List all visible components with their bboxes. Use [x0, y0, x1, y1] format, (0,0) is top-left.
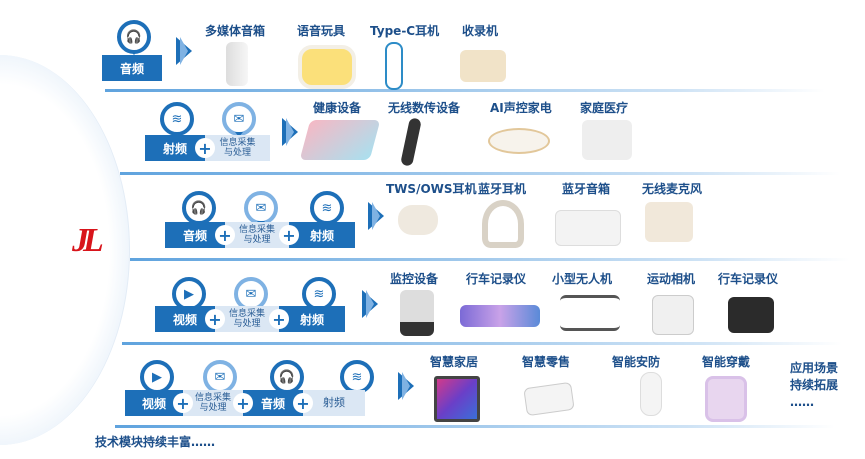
module-audio: 音频 [102, 55, 162, 81]
dashcam-mirror-image [460, 305, 540, 327]
headphone-icon: 🎧 [117, 20, 151, 55]
toy-image [298, 45, 356, 89]
product-label: Type-C耳机 [370, 24, 440, 38]
product-label: 收录机 [462, 24, 499, 38]
plus-icon: + [205, 309, 225, 329]
plus-icon: + [173, 393, 193, 413]
product-label: 小型无人机 [552, 272, 613, 286]
speaker-image [226, 42, 248, 86]
module-info: 信息采集与处理 [205, 135, 270, 161]
module-rf: 射频 [279, 306, 345, 332]
mail-icon: ✉ [203, 360, 237, 395]
action-camera-image [652, 295, 694, 335]
plus-icon: + [233, 393, 253, 413]
product-label: TWS/OWS耳机 [386, 182, 477, 196]
product-label: 智能穿戴 [702, 355, 751, 369]
smart-panel-image [434, 376, 480, 422]
wifi-icon: ≋ [310, 191, 344, 226]
arrow-icon [176, 37, 192, 65]
company-logo: JL [72, 222, 104, 259]
divider [122, 342, 842, 345]
camera-image [400, 290, 434, 336]
module-bar: 视频 + 信息采集与处理 + 射频 [155, 306, 345, 332]
product-label: 多媒体音箱 [205, 24, 266, 38]
product-label: 行车记录仪 [718, 272, 779, 286]
plus-icon: + [215, 225, 235, 245]
headphone-icon: 🎧 [270, 360, 304, 395]
product-label: 智慧家居 [430, 355, 479, 369]
ceiling-lamp-image [488, 128, 550, 154]
product-label: 运动相机 [647, 272, 696, 286]
medical-device-image [582, 120, 632, 160]
divider [115, 425, 835, 428]
dashcam-image [728, 297, 774, 333]
arrow-icon [368, 202, 384, 230]
video-icon: ▶ [140, 360, 174, 395]
wireless-mic-image [645, 202, 693, 242]
headphones-image [482, 200, 524, 248]
radio-image [460, 50, 506, 82]
product-label: AI声控家电 [490, 101, 552, 115]
product-label: 蓝牙音箱 [562, 182, 611, 196]
e-price-tag-image [523, 381, 575, 417]
product-label: 监控设备 [390, 272, 439, 286]
wifi-icon: ≋ [302, 277, 336, 312]
product-label: 无线数传设备 [388, 101, 461, 115]
plus-icon: + [269, 309, 289, 329]
wifi-icon: ≋ [340, 360, 374, 395]
bluetooth-speaker-image [555, 210, 621, 246]
module-bar: 音频 [102, 55, 162, 81]
product-label: 蓝牙耳机 [478, 182, 527, 196]
more-scenarios: 应用场景持续拓展…… [790, 361, 839, 409]
headphone-icon: 🎧 [182, 191, 216, 226]
plus-icon: + [293, 393, 313, 413]
module-info: 信息采集与处理 [215, 306, 279, 332]
translator-pen-image [400, 117, 422, 167]
mail-icon: ✉ [244, 191, 278, 226]
drone-image [560, 295, 620, 331]
bottom-caption: 技术模块持续丰富…… [95, 435, 216, 449]
arrow-icon [362, 290, 378, 318]
product-label: 智能安防 [612, 355, 661, 369]
arrow-icon [398, 372, 414, 400]
background-arc [0, 55, 130, 445]
product-label: 无线麦克风 [642, 182, 703, 196]
divider [120, 172, 840, 175]
tws-earbuds-image [398, 205, 438, 235]
product-label: 行车记录仪 [466, 272, 527, 286]
module-bar: 音频 + 信息采集与处理 + 射频 [165, 222, 355, 248]
scale-image [299, 120, 381, 160]
module-info: 信息采集与处理 [225, 222, 289, 248]
mail-icon: ✉ [222, 102, 256, 137]
arrow-icon [282, 118, 298, 146]
security-camera-image [640, 372, 662, 416]
plus-icon: + [279, 225, 299, 245]
divider [105, 89, 825, 92]
product-label: 家庭医疗 [580, 101, 629, 115]
module-bar: 射频 + 信息采集与处理 [145, 135, 270, 161]
product-label: 智慧零售 [522, 355, 571, 369]
earphone-image [385, 42, 403, 90]
product-label: 语音玩具 [297, 24, 346, 38]
module-rf: 射频 [303, 390, 365, 416]
smartwatch-image [705, 376, 747, 422]
wifi-icon: ≋ [160, 102, 194, 137]
product-label: 健康设备 [313, 101, 362, 115]
divider [130, 258, 850, 261]
module-rf: 射频 [289, 222, 355, 248]
plus-icon: + [195, 138, 215, 158]
module-bar: 视频 + 信息采集与处理 + 音频 + 射频 [125, 390, 365, 416]
